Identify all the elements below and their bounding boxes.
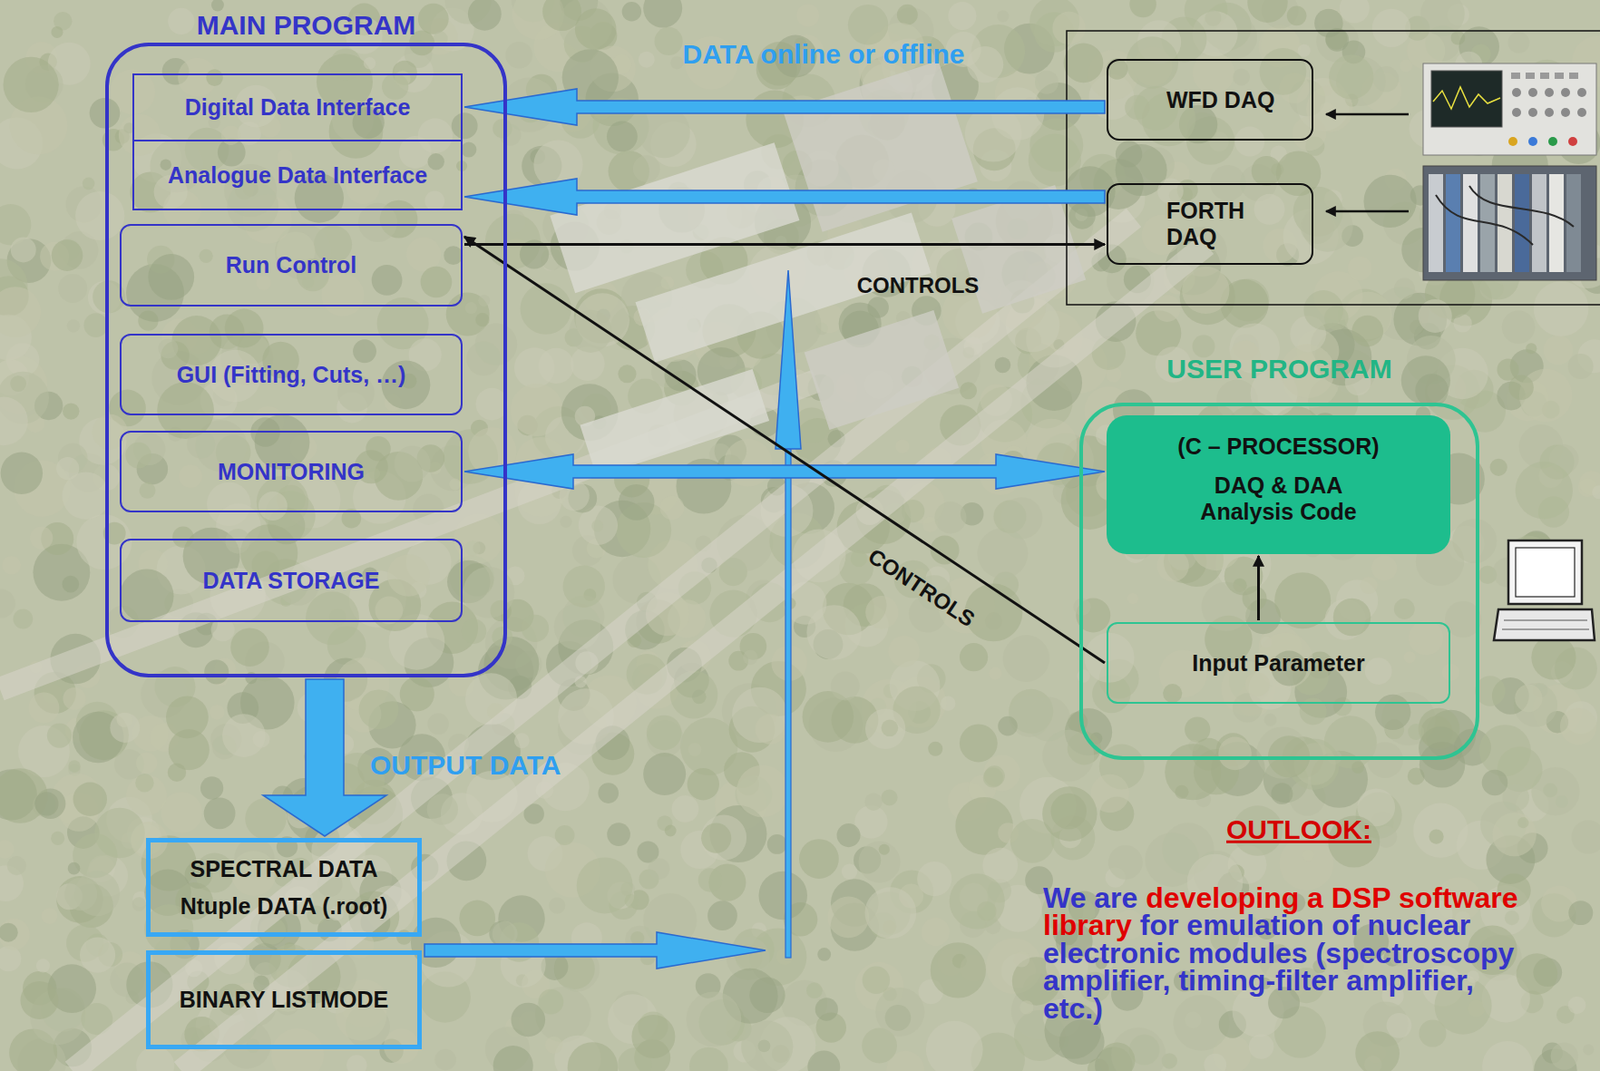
oscilloscope-photo-part <box>1511 72 1521 79</box>
oscilloscope-photo-part <box>1433 87 1501 109</box>
control-arrow <box>464 236 1105 664</box>
electronics-crate-photo-part <box>1445 174 1461 273</box>
interface-box: Digital Data Interface <box>132 73 463 142</box>
oscilloscope-photo-part <box>1528 136 1538 147</box>
box-label: Run Control <box>225 252 357 279</box>
oscilloscope-photo-part <box>1431 70 1503 127</box>
electronics-crate-photo-part <box>1435 185 1574 245</box>
box-label: FORTH DAQ <box>1166 197 1267 251</box>
electronics-crate-photo-part <box>1549 174 1564 273</box>
program-container: USER PROGRAM(C – PROCESSOR)DAQ & DAA Ana… <box>1079 402 1480 761</box>
electronics-crate-photo-part <box>1514 174 1530 273</box>
oscilloscope-photo-part <box>1577 87 1587 98</box>
output-box: BINARY LISTMODE <box>146 950 422 1050</box>
module-box: Run Control <box>119 224 463 307</box>
oscilloscope-photo-part <box>1560 87 1571 98</box>
connector-label: CONTROLS <box>857 273 980 299</box>
box-label: Input Parameter <box>1191 650 1365 677</box>
outlook-paragraph: We aredeveloping a DSP software libraryf… <box>1043 884 1538 1023</box>
program-title: USER PROGRAM <box>1028 353 1531 386</box>
offline-data-return-arrow-part <box>785 448 791 958</box>
output-arrow <box>263 679 387 837</box>
box-label: DATA STORAGE <box>203 567 381 595</box>
oscilloscope-photo-part <box>1560 107 1571 118</box>
laptop-icon-part <box>1493 609 1595 641</box>
connector-label: CONTROLS <box>863 543 980 632</box>
module-box: GUI (Fitting, Cuts, …) <box>119 333 463 416</box>
oscilloscope-photo-part <box>1548 136 1558 147</box>
box-label: MONITORING <box>217 458 365 486</box>
offline-data-return-arrow <box>424 270 801 969</box>
box-label: Analogue Data Interface <box>167 162 428 189</box>
oscilloscope-photo-part <box>1508 136 1518 147</box>
box-label: WFD DAQ <box>1166 87 1275 114</box>
signal-arrow <box>1326 113 1409 117</box>
box-label: SPECTRAL DATA <box>190 856 379 883</box>
data-arrow <box>464 88 1105 126</box>
oscilloscope-photo-part <box>1525 72 1535 79</box>
oscilloscope-photo-part <box>1554 72 1564 79</box>
program-container: MAIN PROGRAMDigital Data InterfaceAnalog… <box>105 42 508 678</box>
data-flow-label: DATA online or offline <box>682 39 965 71</box>
electronics-crate-photo-part <box>1423 165 1597 281</box>
laptop-icon-part <box>1508 540 1582 605</box>
daq-box: WFD DAQ <box>1106 58 1314 141</box>
daq-box: FORTH DAQ <box>1106 183 1314 265</box>
daq-frame <box>1066 30 1600 305</box>
oscilloscope-photo <box>1423 63 1597 156</box>
module-box: DATA STORAGE <box>119 538 463 623</box>
electronics-crate-photo-part <box>1428 174 1444 273</box>
oscilloscope-photo-part <box>1544 87 1554 98</box>
box-label: GUI (Fitting, Cuts, …) <box>176 361 407 389</box>
electronics-crate-photo-part <box>1497 174 1513 273</box>
oscilloscope-photo-part <box>1544 107 1554 118</box>
oscilloscope-photo-part <box>1512 87 1522 98</box>
box-label: DAQ & DAA Analysis Code <box>1188 472 1370 526</box>
parameter-box: Input Parameter <box>1106 622 1451 704</box>
oscilloscope-photo-part <box>1512 107 1522 118</box>
oscilloscope-photo-part <box>1568 136 1578 147</box>
oscilloscope-photo-part <box>1528 87 1538 98</box>
signal-arrow <box>1326 210 1409 214</box>
oscilloscope-photo-part <box>1577 107 1587 118</box>
oscilloscope-photo-part <box>1540 72 1550 79</box>
processor-box: (C – PROCESSOR) DAQ & DAA Analysis Code <box>1106 415 1451 555</box>
laptop-icon-part <box>1502 628 1590 630</box>
box-label: (C – PROCESSOR) <box>1177 433 1379 460</box>
oscilloscope-photo-part <box>1569 72 1579 79</box>
interface-box: Analogue Data Interface <box>132 139 463 211</box>
data-arrow <box>464 178 1105 215</box>
program-title: MAIN PROGRAM <box>54 9 558 42</box>
laptop-icon <box>1493 540 1595 641</box>
offline-data-return-arrow-part <box>775 270 801 449</box>
oscilloscope-photo-part <box>1528 107 1538 118</box>
electronics-crate-photo-part <box>1531 174 1547 273</box>
box-label: Ntuple DATA (.root) <box>180 893 389 920</box>
laptop-icon-part <box>1503 619 1588 621</box>
oscilloscope-photo-part <box>1423 63 1597 156</box>
data-arrow <box>464 454 1105 489</box>
electronics-crate-photo <box>1423 165 1597 281</box>
control-arrow <box>464 243 1105 246</box>
output-box: SPECTRAL DATA Ntuple DATA (.root) <box>146 838 422 937</box>
connector-label: OUTPUT DATA <box>370 750 562 782</box>
box-label: BINARY LISTMODE <box>179 986 390 1014</box>
box-label: Digital Data Interface <box>185 94 411 121</box>
control-arrow <box>1257 556 1260 621</box>
outlook-heading: OUTLOOK: <box>1226 814 1372 847</box>
offline-data-return-arrow-part <box>424 932 766 969</box>
module-box: MONITORING <box>119 430 463 513</box>
laptop-icon-part <box>1515 547 1575 597</box>
